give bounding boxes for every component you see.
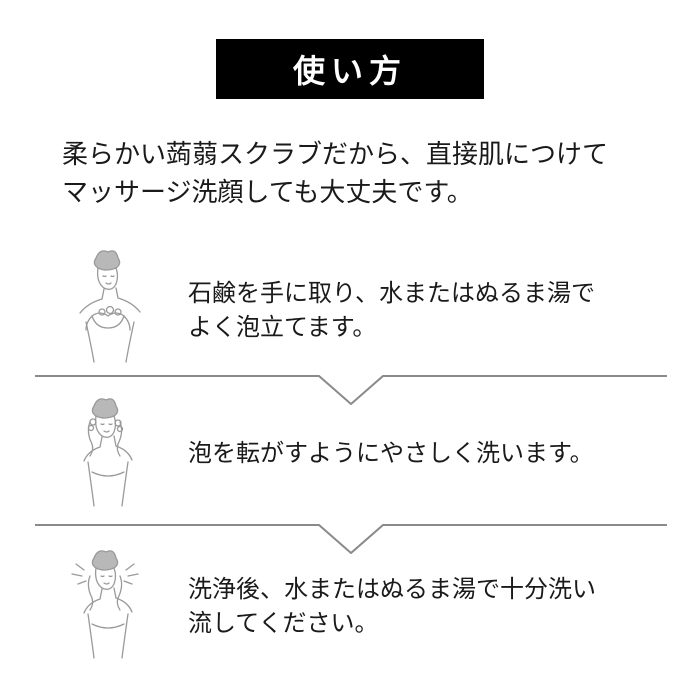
step-1-line-1: 石鹸を手に取り、水またはぬるま湯で	[188, 279, 596, 307]
step-divider-arrow	[35, 524, 667, 554]
step-2-text: 泡を転がすようにやさしく洗います。	[188, 436, 594, 470]
step-1-text: 石鹸を手に取り、水またはぬるま湯で よく泡立てます。	[188, 276, 595, 344]
step-3-line-2: 流してください。	[188, 609, 379, 637]
intro-line-2: マッサージ洗顔しても大丈夫です。	[62, 178, 473, 208]
page-title: 使い方	[292, 52, 407, 90]
step-1-line-2: よく泡立てます。	[188, 313, 377, 341]
woman-rinsing-face-illustration	[71, 550, 139, 659]
title-banner: 使い方	[216, 39, 484, 99]
step-divider-arrow	[35, 375, 667, 405]
step-3-line-1: 洗浄後、水またはぬるま湯で十分洗い	[188, 575, 596, 603]
step-2-line-1: 泡を転がすようにやさしく洗います。	[188, 439, 594, 467]
woman-washing-face-illustration	[83, 398, 133, 507]
intro-line-1: 柔らかい蒟蒻スクラブだから、直接肌につけて	[62, 140, 609, 170]
intro-text: 柔らかい蒟蒻スクラブだから、直接肌につけて マッサージ洗顔しても大丈夫です。	[62, 136, 662, 212]
woman-lathering-soap-illustration	[79, 250, 141, 363]
step-3-text: 洗浄後、水またはぬるま湯で十分洗い 流してください。	[188, 572, 596, 640]
